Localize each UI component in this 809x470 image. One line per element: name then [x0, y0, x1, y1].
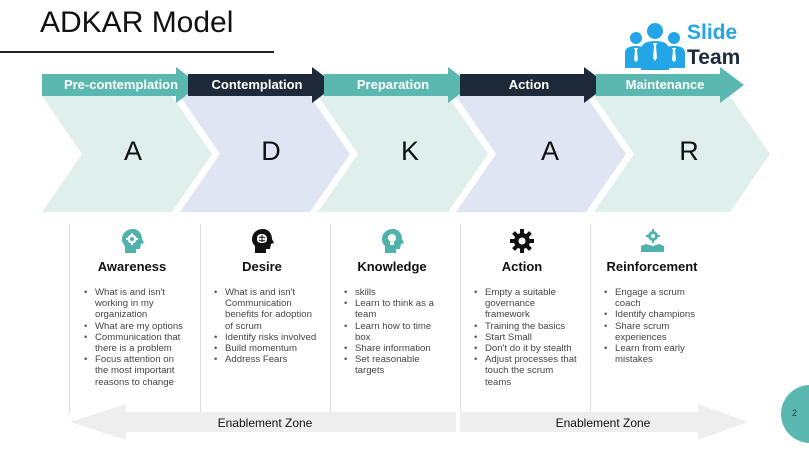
chevron-d — [180, 96, 350, 212]
action-list: Empty a suitable governance framework Tr… — [474, 287, 578, 388]
column-heading-reinforcement: Reinforcement — [606, 259, 698, 274]
list-item: Learn to think as a team — [344, 298, 448, 320]
list-item: Share scrum experiences — [604, 321, 704, 343]
stage-label-action: Action — [508, 77, 550, 92]
list-item: Set reasonable targets — [344, 354, 448, 376]
head-gears-icon — [122, 229, 144, 253]
list-item: Start Small — [474, 332, 578, 343]
slideteam-logo-icon — [625, 23, 685, 70]
list-item: What are my options — [84, 321, 188, 332]
column-divider — [69, 224, 70, 414]
list-item: Empty a suitable governance framework — [474, 287, 578, 321]
head-lightbulb-icon — [382, 229, 404, 253]
list-item: Don't do it by stealth — [474, 343, 578, 354]
list-item: Training the basics — [474, 321, 578, 332]
column-heading-awareness: Awareness — [97, 259, 167, 274]
list-item: Identify champions — [604, 309, 704, 320]
page-number: 2 — [792, 408, 798, 418]
list-item: Communication that there is a problem — [84, 332, 188, 354]
stage-arrow-maintenance — [596, 67, 744, 103]
reinforcement-list: Engage a scrum coach Identify champions … — [604, 287, 704, 365]
letter-k: K — [400, 136, 419, 166]
list-item: What is and isn't Communication benefits… — [214, 287, 320, 332]
stage-arrow-contemplation — [188, 67, 336, 103]
stage-arrow-action — [460, 67, 608, 103]
stage-arrow-preparation — [324, 67, 472, 103]
list-item: Engage a scrum coach — [604, 287, 704, 309]
letter-a-second: A — [540, 136, 559, 166]
letter-d: D — [261, 136, 281, 166]
page-title: ADKAR Model — [40, 6, 234, 39]
stage-arrow-precontemplation — [42, 67, 200, 103]
enablement-zone-label-right: Enablement Zone — [555, 416, 651, 430]
list-item: What is and isn't working in my organiza… — [84, 287, 188, 321]
column-divider — [330, 224, 331, 414]
stage-arrow-bar — [42, 67, 744, 103]
list-item: Learn how to time box — [344, 321, 448, 343]
hand-gear-icon — [641, 229, 664, 252]
list-item: Build momentum — [214, 343, 320, 354]
enablement-zone-arrow-right — [460, 404, 748, 440]
list-item: skills — [344, 287, 448, 298]
letter-a: A — [123, 136, 142, 166]
list-item: Adjust processes that touch the scrum te… — [474, 354, 578, 388]
awareness-list: What is and isn't working in my organiza… — [84, 287, 188, 388]
enablement-zone-arrow-left — [70, 404, 456, 440]
list-item: Focus attention on the most important re… — [84, 354, 188, 388]
logo-text-team: Team — [687, 46, 741, 69]
title-underline — [0, 51, 274, 53]
list-item: Learn from early mistakes — [604, 343, 704, 365]
stage-label-precontemplation: Pre-contemplation — [63, 77, 179, 92]
column-heading-knowledge: Knowledge — [357, 259, 427, 274]
list-item: Share information — [344, 343, 448, 354]
chevron-k — [318, 96, 488, 212]
column-divider — [460, 224, 461, 414]
chevron-a2 — [456, 96, 626, 212]
enablement-zone-arrows — [70, 404, 748, 440]
chevron-a — [42, 96, 212, 212]
list-item: Identify risks involved — [214, 332, 320, 343]
column-heading-desire: Desire — [242, 259, 282, 274]
column-heading-action: Action — [501, 259, 543, 274]
head-brain-icon — [252, 229, 274, 253]
stage-label-maintenance: Maintenance — [625, 77, 705, 92]
chevron-r — [594, 96, 770, 212]
adkar-chevrons — [42, 96, 770, 212]
column-divider — [590, 224, 591, 414]
logo-text-slide: Slide — [687, 21, 738, 44]
list-item: Address Fears — [214, 354, 320, 365]
knowledge-list: skills Learn to think as a team Learn ho… — [344, 287, 448, 377]
gear-icon — [510, 229, 534, 253]
enablement-zone-label-left: Enablement Zone — [217, 416, 313, 430]
column-divider — [200, 224, 201, 414]
letter-r: R — [679, 136, 699, 166]
stage-label-preparation: Preparation — [356, 77, 430, 92]
stage-label-contemplation: Contemplation — [211, 77, 303, 92]
desire-list: What is and isn't Communication benefits… — [214, 287, 320, 366]
